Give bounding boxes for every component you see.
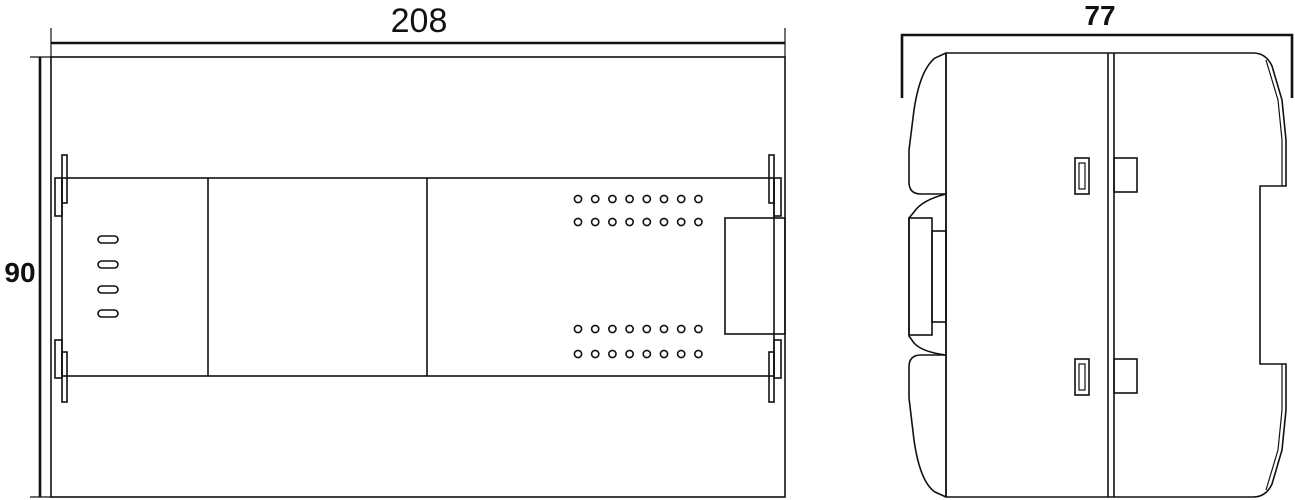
io-led-dot [694,194,703,204]
io-led-dot [694,217,703,227]
side-latches [1074,157,1138,396]
io-led-dot [625,349,634,359]
height-dimension-label: 90 [4,257,35,288]
left-mounting-clips [54,154,68,403]
side-front-cover-bottom [908,354,947,498]
status-led-slots [97,235,119,318]
io-led-dot [642,194,652,204]
io-led-dot [642,217,652,227]
depth-dimension-label: 77 [1084,0,1115,31]
io-led-dot [676,194,686,204]
io-led-dot [608,349,617,359]
io-led-dot [573,217,583,227]
io-led-dot [659,349,669,359]
io-led-dot [676,349,686,359]
io-led-dot [659,194,669,204]
height-dimension: 90 [4,56,52,498]
io-led-dot [642,349,652,359]
side-housing-outline [945,52,1287,498]
io-led-dot [625,194,634,204]
side-terminal-block [908,217,933,336]
io-led-dot [694,324,703,334]
front-housing-outline [50,56,786,498]
front-view: 208 90 [4,2,786,498]
io-led-dot [659,324,669,334]
io-led-dot [590,217,600,227]
io-led-dot [608,324,617,334]
front-terminal-band [61,177,775,377]
width-dimension: 208 [50,2,786,58]
expansion-connector [724,217,786,335]
io-led-dot [590,194,600,204]
right-mounting-clips [768,154,782,403]
side-right-edge-detail [1265,59,1283,491]
side-view: 77 [900,0,1294,498]
io-led-dot [676,324,686,334]
width-dimension-label: 208 [391,2,448,40]
io-led-dot [625,217,634,227]
depth-dimension: 77 [900,0,1294,98]
io-indicator-leds [573,194,703,359]
io-led-dot [608,217,617,227]
io-led-dot [590,324,600,334]
io-led-dot [590,349,600,359]
io-led-dot [642,324,652,334]
io-led-dot [573,324,583,334]
io-led-dot [608,194,617,204]
io-led-dot [573,349,583,359]
io-led-dot [625,324,634,334]
side-terminal-screws [931,230,947,323]
io-led-dot [694,349,703,359]
io-led-dot [659,217,669,227]
io-led-dot [676,217,686,227]
side-front-cover-top [908,52,947,195]
io-led-dot [573,194,583,204]
